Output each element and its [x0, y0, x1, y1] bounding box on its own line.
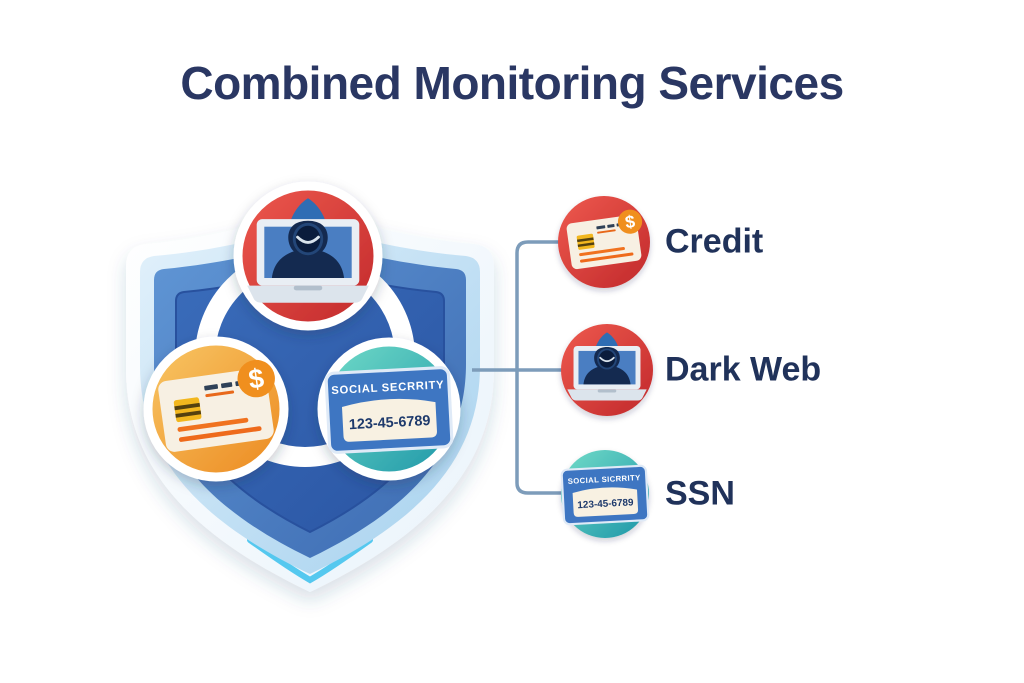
hub-node-ssn-card: SOCIAL SECRRITY 123-45-6789 — [317, 337, 461, 481]
ssn-card-main: SOCIAL SECRRITY 123-45-6789 — [324, 365, 454, 455]
ssn-card-title: SOCIAL SECRRITY — [331, 379, 445, 397]
ssn-card-number: 123-45-6789 — [349, 413, 431, 433]
legend-label-ssn: SSN — [665, 474, 735, 513]
legend-label-dark-web: Dark Web — [665, 350, 822, 389]
ssn-card-number: 123-45-6789 — [577, 497, 634, 511]
legend-item-ssn-circle: SOCIAL SICRRITY 123-45-6789 — [560, 450, 650, 538]
hub-node-dark-web — [233, 181, 383, 331]
page-title: Combined Monitoring Services — [180, 57, 844, 109]
legend-label-credit: Credit — [665, 222, 764, 261]
ssn-card-legend: SOCIAL SICRRITY 123-45-6789 — [560, 464, 650, 526]
legend-connector-lines — [472, 240, 563, 495]
ssn-card-title: SOCIAL SICRRITY — [567, 473, 641, 486]
hub-node-credit-card — [143, 336, 289, 482]
connector-bracket — [515, 240, 563, 495]
legend-item-credit-circle — [558, 196, 650, 288]
legend-item-darkweb-circle — [561, 324, 653, 416]
shield-tip-cyan-accent — [247, 537, 373, 584]
